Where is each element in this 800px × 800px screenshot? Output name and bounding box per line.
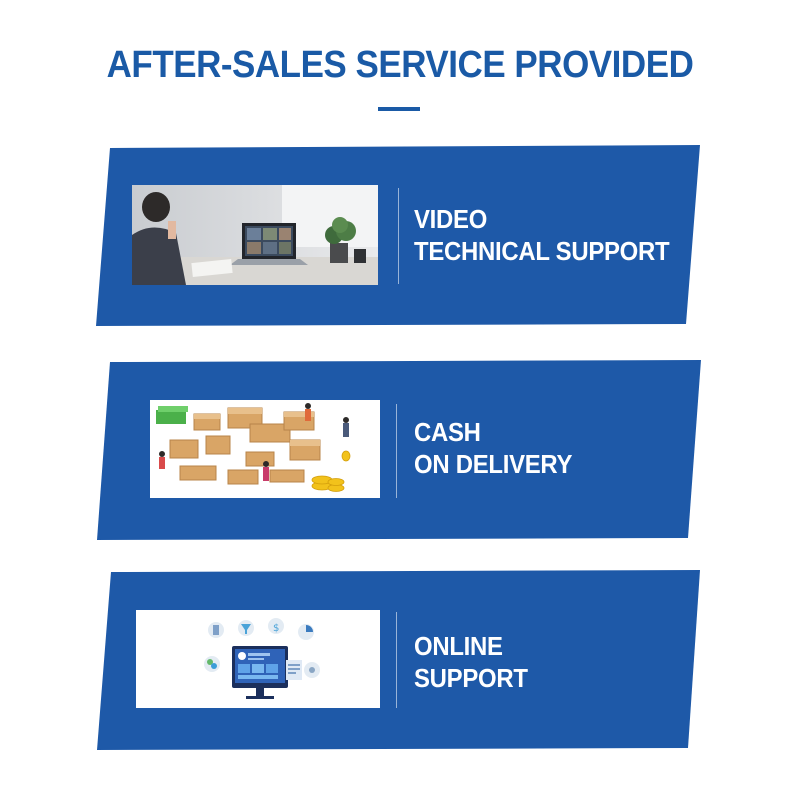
- page-title: AFTER-SALES SERVICE PROVIDED: [106, 44, 694, 86]
- service-divider-1: [398, 188, 399, 284]
- online-dashboard-illustration: $: [136, 610, 380, 708]
- title-underline: [378, 107, 420, 111]
- svg-text:$: $: [273, 623, 279, 634]
- service-title-line1: ONLINE: [414, 631, 503, 661]
- service-divider-2: [396, 404, 397, 498]
- service-divider-3: [396, 612, 397, 708]
- warehouse-delivery-illustration: [150, 400, 380, 498]
- service-title-line2: SUPPORT: [414, 663, 528, 693]
- service-title-line1: VIDEO: [414, 204, 488, 234]
- service-label-1: VIDEO TECHNICAL SUPPORT: [414, 203, 670, 267]
- service-title-line1: CASH: [414, 417, 481, 447]
- service-title-line2: ON DELIVERY: [414, 449, 573, 479]
- service-label-3: ONLINE SUPPORT: [414, 630, 528, 694]
- service-title-line2: TECHNICAL SUPPORT: [414, 236, 670, 266]
- service-label-2: CASH ON DELIVERY: [414, 416, 573, 480]
- video-call-photo: [132, 185, 378, 285]
